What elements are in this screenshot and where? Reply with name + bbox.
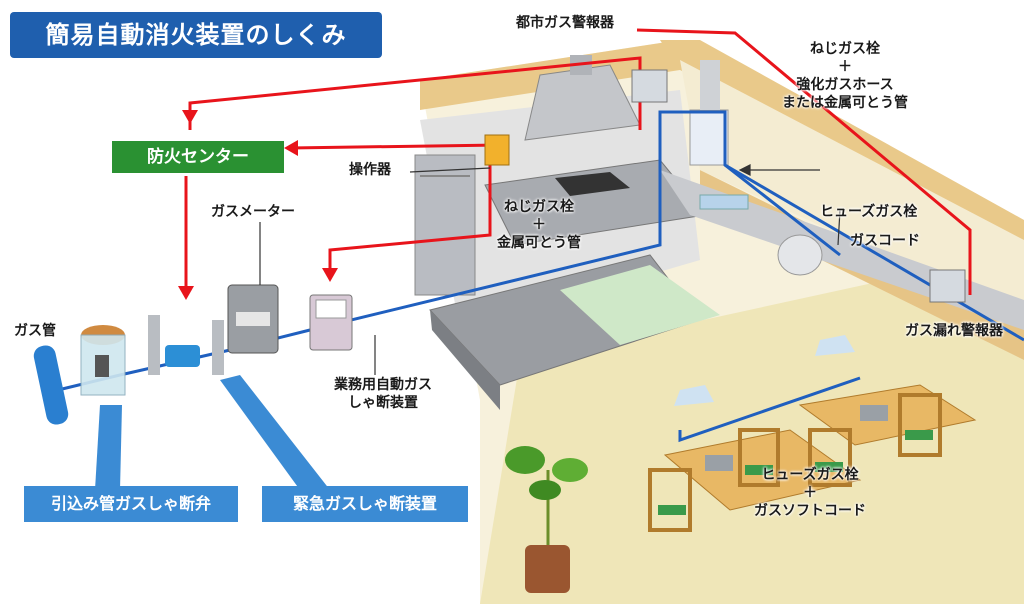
potted-plant xyxy=(505,446,588,593)
control-unit-label: 操作器 xyxy=(349,162,391,178)
arrow-center-in xyxy=(284,140,298,156)
control-unit-device xyxy=(484,134,510,166)
gas-leak-alarm-label: ガス漏れ警報器 xyxy=(905,323,1003,339)
page-title: 簡易自動消火装置のしくみ xyxy=(10,12,382,58)
refrigerator xyxy=(414,154,476,296)
fuse-soft-cord-label: ヒューズガス栓 ＋ ガスソフトコード xyxy=(754,467,866,519)
rice-cooker xyxy=(777,234,823,276)
emergency-shutoff-callout: 緊急ガスしゃ断装置 xyxy=(262,486,468,522)
screw-valve-hose-label: ねじガス栓 ＋ 強化ガスホース または金属可とう管 xyxy=(782,41,908,111)
screw-valve-metal-label: ねじガス栓 ＋ 金属可とう管 xyxy=(497,199,581,251)
sink xyxy=(699,194,749,210)
equipment xyxy=(33,69,966,425)
fire-center: 防火センター xyxy=(112,141,284,173)
gas-pipe-stub xyxy=(33,345,69,425)
leader-lines xyxy=(259,164,841,375)
emergency-valve xyxy=(165,345,200,367)
city-gas-alarm-device xyxy=(631,69,668,103)
arrow-to-center xyxy=(178,286,194,300)
callout-wedge-emergency xyxy=(220,375,330,490)
burner-plate xyxy=(705,455,733,471)
kitchen xyxy=(414,55,1024,410)
arrow-from-alarm xyxy=(182,110,198,124)
city-gas-alarm-label: 都市ガス警報器 xyxy=(516,15,614,31)
gas-meter-label: ガスメーター xyxy=(211,204,295,220)
fuse-valve-label: ヒューズガス栓 xyxy=(820,204,918,220)
gas-pipe-label: ガス管 xyxy=(14,323,56,339)
arrow-to-shutoff xyxy=(322,268,338,282)
gas-leak-alarm-device xyxy=(929,269,966,303)
service-pipe-valve-callout: 引込み管ガスしゃ断弁 xyxy=(24,486,238,522)
water-heater xyxy=(689,109,729,166)
gas-cord-label: ガスコード xyxy=(850,233,920,249)
floor-mat xyxy=(560,265,720,345)
callout-wedge-service xyxy=(95,405,122,490)
commercial-shutoff-label: 業務用自動ガス しゃ断装置 xyxy=(334,377,432,411)
dining xyxy=(648,335,977,532)
